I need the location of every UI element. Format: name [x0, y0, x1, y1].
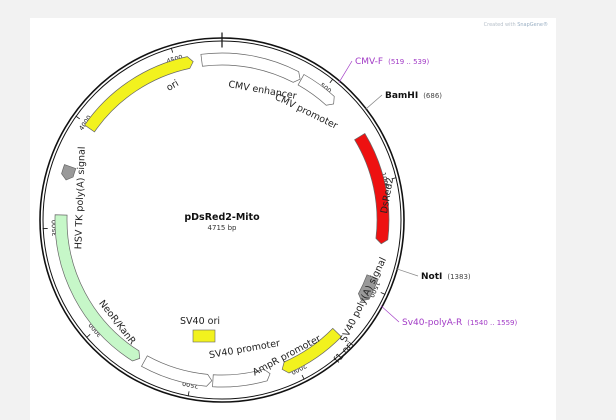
tick-label: 1000 — [379, 171, 391, 189]
primer-sv40-polya-r-coord: (1540 .. 1559) — [467, 319, 517, 327]
tick-mark — [391, 177, 397, 180]
feature-hsv-tk-polya[interactable] — [61, 164, 77, 181]
tick-mark — [380, 292, 386, 295]
sv40-ori-label: SV40 ori — [180, 316, 220, 327]
feature-cmv-enhancer[interactable] — [200, 52, 301, 83]
tick-label: 3500 — [50, 220, 59, 237]
label-f1-ori: f1 ori — [332, 339, 356, 365]
plasmid-size: 4715 bp — [208, 224, 237, 232]
feature-dsred2[interactable] — [354, 132, 390, 245]
tick-mark — [86, 334, 91, 338]
feature-sv40-polya[interactable] — [358, 274, 379, 301]
site-noti-coord: (1383) — [447, 273, 471, 281]
tick-mark — [329, 78, 334, 84]
tick-mark — [170, 47, 174, 53]
tick-label: 2500 — [182, 379, 200, 390]
site-bamhi-name: BamHI — [385, 91, 418, 101]
sv40-ori-box[interactable] — [192, 329, 216, 343]
feature-arrow — [200, 52, 301, 83]
feature-f1-ori[interactable] — [281, 327, 342, 374]
feature-sv40-promoter[interactable] — [141, 355, 213, 387]
feature-arrow — [358, 274, 379, 301]
label-sv40-polya: SV40 poly(A) signal — [338, 256, 389, 344]
feature-arrow — [84, 56, 194, 133]
primer-sv40-polya-r-name: Sv40-polyA-R — [402, 318, 462, 328]
label-hsv-tk-polya: HSV TK poly(A) signal — [73, 146, 88, 249]
feature-arrow — [54, 214, 141, 362]
tick-mark — [187, 391, 190, 397]
site-bamhi[interactable]: BamHI (686) — [364, 91, 442, 111]
feature-arrow — [354, 132, 390, 245]
feature-cmv-promoter[interactable] — [297, 74, 335, 106]
credit-prefix: Created with — [483, 22, 518, 28]
features — [54, 52, 390, 388]
feature-arrow — [297, 74, 335, 106]
site-bamhi-coord: (686) — [423, 92, 442, 100]
feature-neor-kanr[interactable] — [54, 214, 141, 362]
primer-cmv-f-coord: (519 .. 539) — [388, 58, 429, 66]
site-noti-name: NotI — [421, 272, 442, 282]
snapgene-credit: Created with SnapGene® — [484, 22, 548, 28]
feature-arrow — [61, 164, 77, 181]
site-noti[interactable]: NotI (1383) — [395, 268, 471, 282]
label-ori: ori — [165, 78, 181, 94]
feature-ori[interactable] — [84, 56, 194, 133]
primer-sv40-polya-r[interactable]: Sv40-polyA-R (1540 .. 1559) — [380, 305, 518, 328]
primer-cmv-f[interactable]: CMV-F (519 .. 539) — [338, 57, 430, 83]
tick-mark — [301, 374, 305, 380]
primer-cmv-f-name: CMV-F — [355, 57, 383, 67]
feature-arrow — [281, 327, 342, 374]
feature-arrow — [141, 355, 213, 387]
plasmid-name: pDsRed2-Mito — [184, 212, 260, 223]
feature-arrow — [212, 368, 271, 388]
tick-mark — [75, 115, 81, 120]
feature-ampr-promoter[interactable] — [212, 368, 271, 388]
credit-brand: SnapGene® — [517, 22, 548, 28]
